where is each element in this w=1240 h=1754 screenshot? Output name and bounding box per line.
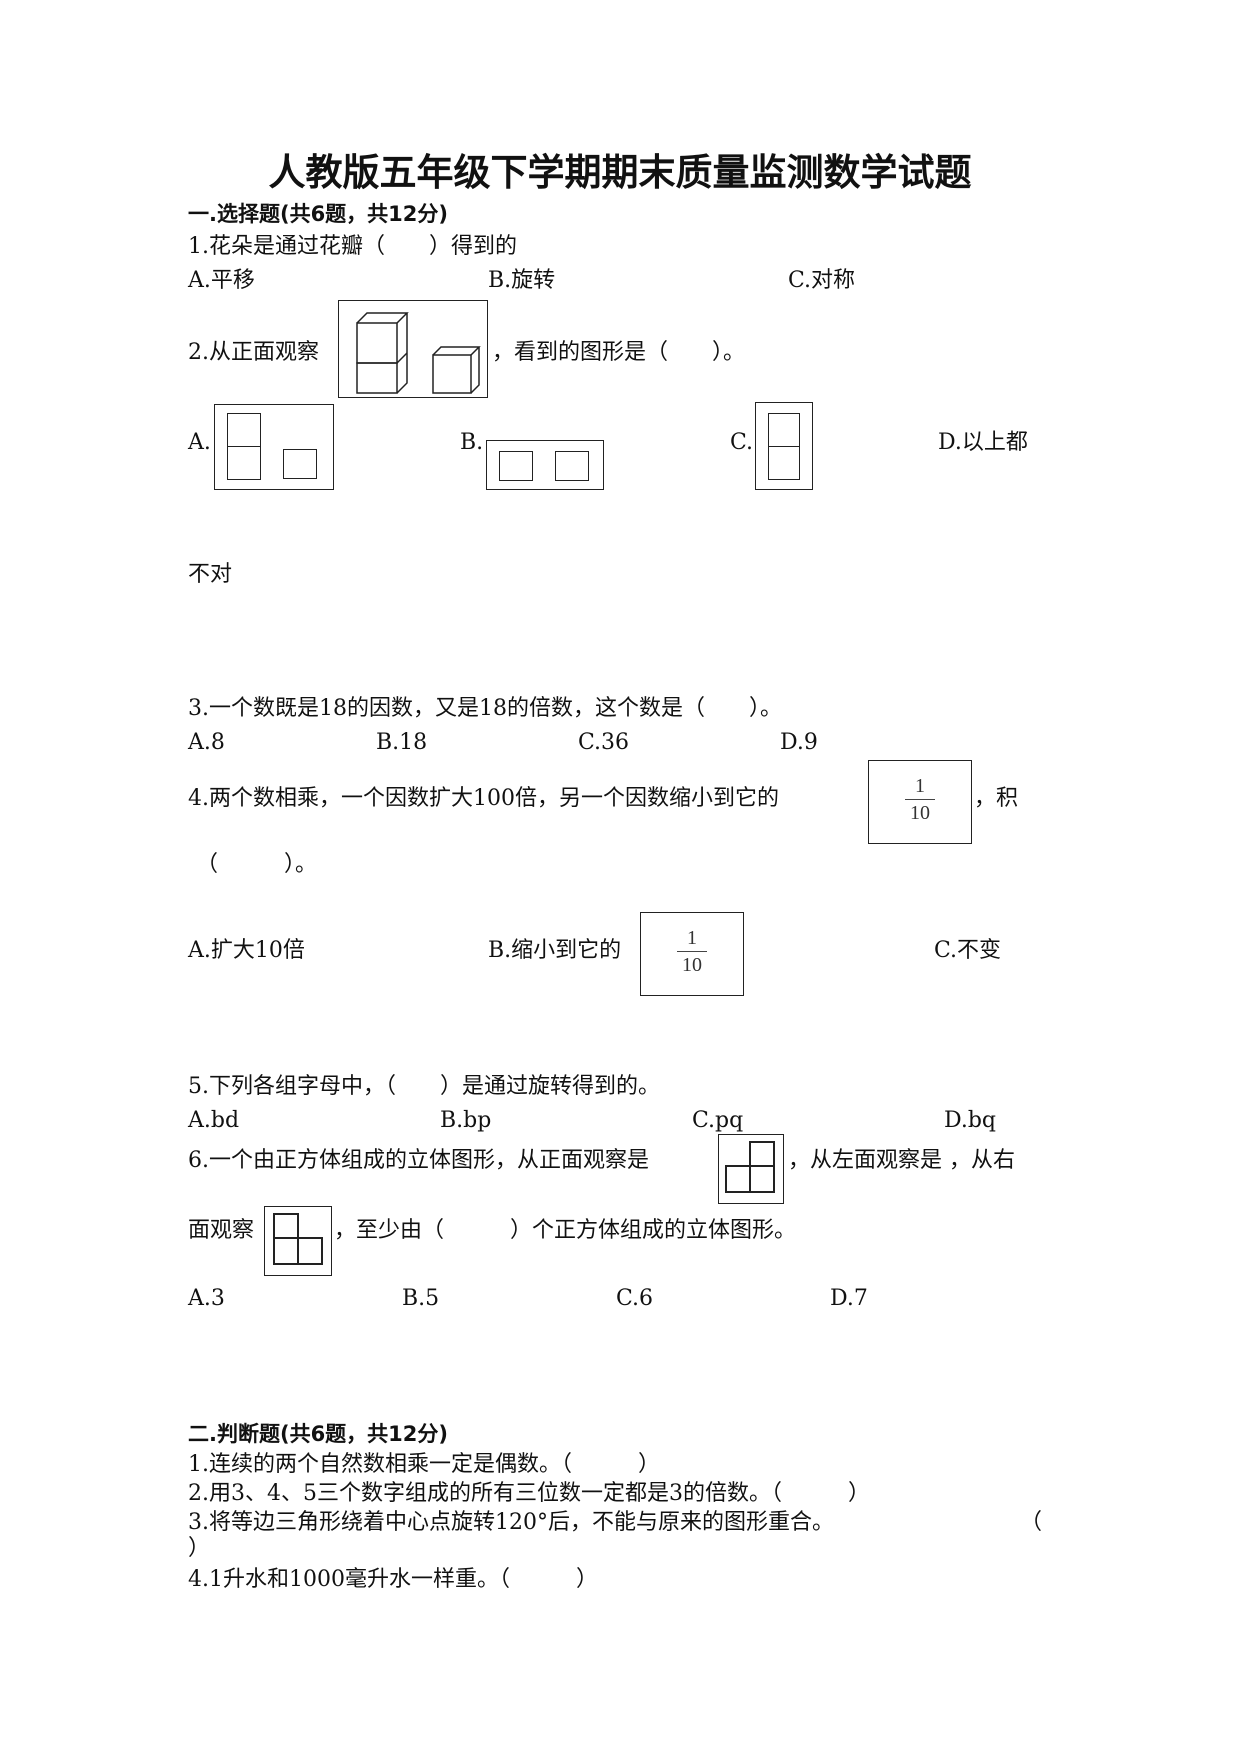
square: [725, 1165, 751, 1193]
fraction-one-tenth: 1 10: [677, 927, 707, 976]
q5-option-b: B.bp: [440, 1108, 492, 1133]
q4-option-b-fraction-box: 1 10: [640, 912, 744, 996]
question-5-stem: 5.下列各组字母中，（ ）是通过旋转得到的。: [188, 1074, 660, 1099]
q2-option-b-label: B.: [460, 430, 484, 455]
fraction-bar: [677, 951, 707, 952]
q2-option-d-continued: 不对: [188, 562, 233, 587]
square: [283, 449, 317, 479]
q6-right-view-figure: [264, 1206, 332, 1276]
square: [273, 1213, 299, 1239]
q3-option-d: D.9: [780, 730, 818, 755]
stacked-cubes-drawing: [356, 312, 481, 394]
q2-cubes-figure: [338, 300, 488, 398]
q3-option-a: A.8: [188, 730, 225, 755]
question-1-stem: 1.花朵是通过花瓣（ ）得到的: [188, 234, 517, 259]
fraction-numerator: 1: [915, 775, 925, 797]
question-6-stem-pre: 6.一个由正方体组成的立体图形，从正面观察是: [188, 1148, 649, 1173]
q4-fraction-box: 1 10: [868, 760, 972, 844]
q6-option-c: C.6: [616, 1286, 654, 1311]
q2-option-d: D.以上都: [938, 430, 1028, 455]
square: [749, 1165, 775, 1193]
q1-option-a: A.平移: [188, 268, 255, 293]
square: [768, 413, 800, 447]
square: [227, 413, 261, 447]
q4-option-c: C.不变: [934, 938, 1002, 963]
question-4-stem-pre: 4.两个数相乘，一个因数扩大100倍，另一个因数缩小到它的: [188, 786, 779, 811]
judgement-item-4: 4.1升水和1000毫升水一样重。（ ）: [188, 1567, 598, 1592]
fraction-denominator: 10: [682, 954, 702, 976]
square: [768, 446, 800, 480]
q5-option-d: D.bq: [944, 1108, 997, 1133]
q5-option-c: C.pq: [692, 1108, 744, 1133]
question-6-stem-line2-post: ，至少由（ ）个正方体组成的立体图形。: [334, 1218, 797, 1243]
section-heading-judgement: 二.判断题(共6题，共12分): [188, 1422, 449, 1446]
judgement-item-3: 3.将等边三角形绕着中心点旋转120°后，不能与原来的图形重合。: [188, 1510, 834, 1535]
q2-option-b-figure: [486, 440, 604, 490]
q1-option-c: C.对称: [788, 268, 856, 293]
q4-option-a: A.扩大10倍: [188, 938, 305, 963]
judgement-item-3-paren-close: ）: [188, 1536, 211, 1561]
q2-option-a-figure: [214, 404, 334, 490]
judgement-item-1: 1.连续的两个自然数相乘一定是偶数。（ ）: [188, 1452, 660, 1477]
question-6-stem-mid: ，从左面观察是 ，从右: [788, 1148, 1015, 1173]
section-heading-choice: 一.选择题(共6题，共12分): [188, 202, 449, 226]
square: [749, 1141, 775, 1167]
square: [555, 451, 589, 481]
judgement-item-2: 2.用3、4、5三个数字组成的所有三位数一定都是3的倍数。（ ）: [188, 1481, 870, 1506]
question-3-stem: 3.一个数既是18的因数，又是18的倍数，这个数是（ ）。: [188, 696, 782, 721]
q6-front-view-figure: [718, 1134, 784, 1204]
q2-option-c-figure: [755, 402, 813, 490]
fraction-numerator: 1: [687, 927, 697, 949]
q1-option-b: B.旋转: [488, 268, 556, 293]
q2-option-c-label: C.: [730, 430, 754, 455]
question-6-stem-line2-pre: 面观察: [188, 1218, 255, 1243]
square: [273, 1237, 299, 1265]
q2-option-a-label: A.: [188, 430, 211, 455]
q6-option-a: A.3: [188, 1286, 225, 1311]
question-4-stem-post: ，积: [974, 786, 1019, 811]
q6-option-d: D.7: [830, 1286, 868, 1311]
fraction-one-tenth: 1 10: [905, 775, 935, 824]
q6-option-b: B.5: [402, 1286, 440, 1311]
square: [297, 1237, 323, 1265]
page-title: 人教版五年级下学期期末质量监测数学试题: [268, 150, 972, 194]
q3-option-c: C.36: [578, 730, 630, 755]
q3-option-b: B.18: [376, 730, 428, 755]
q4-option-b: B.缩小到它的: [488, 938, 622, 963]
judgement-item-3-paren-open: （: [1020, 1510, 1043, 1535]
square: [499, 451, 533, 481]
square: [227, 446, 261, 480]
question-2-stem-post: ，看到的图形是（ ）。: [492, 340, 746, 365]
q5-option-a: A.bd: [188, 1108, 240, 1133]
fraction-bar: [905, 799, 935, 800]
question-4-stem-line2: （ ）。: [196, 852, 318, 877]
fraction-denominator: 10: [910, 802, 930, 824]
question-2-stem-pre: 2.从正面观察: [188, 340, 319, 365]
